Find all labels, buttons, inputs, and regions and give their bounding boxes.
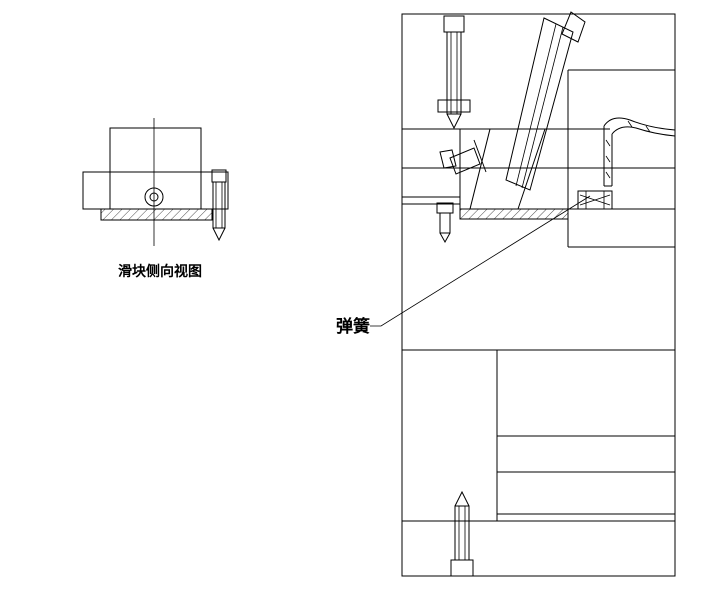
slider-wear-plate-section	[459, 208, 569, 220]
mold-frame	[401, 13, 676, 577]
slider-side-view	[82, 118, 229, 246]
slider-block	[459, 128, 569, 210]
spring	[577, 190, 613, 210]
side-view-title: 滑块侧向视图	[118, 263, 202, 280]
angle-pin	[505, 11, 586, 191]
slider-wear-plate	[100, 208, 213, 221]
mold-section	[401, 11, 676, 577]
ejector-plate	[496, 435, 676, 473]
side-bolt	[211, 169, 227, 242]
bottom-bolt	[450, 490, 474, 577]
top-bolt	[437, 15, 471, 130]
slider-body	[82, 171, 229, 210]
slider-upper-block	[109, 127, 202, 173]
guide-pin-inner	[149, 192, 159, 202]
locking-bolt	[439, 139, 487, 175]
spring-leader-line	[370, 195, 591, 327]
guide-pin-outer	[144, 187, 164, 207]
spring-callout-label: 弹簧	[336, 316, 370, 337]
stop-bolt	[436, 202, 454, 244]
molded-part	[603, 117, 676, 187]
